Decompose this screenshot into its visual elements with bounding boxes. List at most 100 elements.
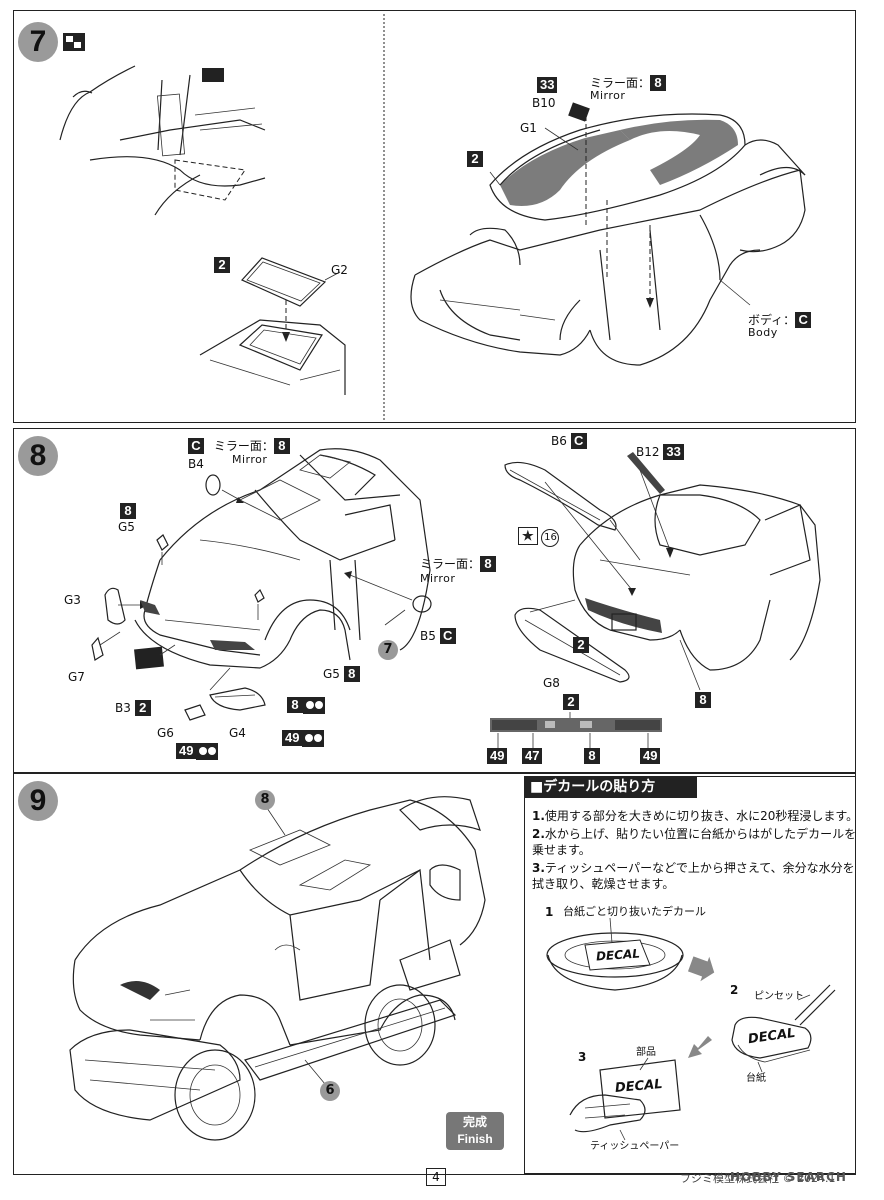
finish-en: Finish [457,1132,493,1146]
g5b-part-label: G5 8 [323,666,360,682]
b10-color-code: 33 [537,77,558,93]
step8-panel [13,428,856,773]
g4-color-group-b: 49 [282,730,325,747]
tail-color-code: 8 [695,692,711,708]
b12-label: B12 [636,445,660,459]
decal-fig3-num: 3 [578,1050,587,1064]
decal-fig2-backing: 台紙 [746,1073,766,1084]
b4-code: C [188,438,204,454]
b6-label: B6 [551,434,567,448]
step9-callout-6: 6 [320,1081,340,1101]
g6-color-group: 49 [176,743,219,760]
decal-step-3: 3.ティッシュペーパーなどで上から押さえて、余分な水分を拭き取り、乾燥させます。 [532,860,862,892]
g4-color-a: 8 [287,697,303,713]
body-color-callout: 7 [378,640,398,660]
bar-color-4: 49 [640,748,661,764]
decal-step-3-num: 3. [532,861,545,875]
decal-fig2-num: 2 [730,983,739,997]
g4-part-label: G4 [229,726,246,740]
b3-part-label: B3 2 [115,700,151,716]
g5b-color: 8 [343,666,360,682]
finish-jp: 完成 [462,1115,487,1129]
step-8-number: 8 [18,436,58,476]
g4-color-group-a: 8 [287,697,325,714]
decal-step-2-text: 水から上げ、貼りたい位置に台紙からはがしたデカールを乗せます。 [532,827,857,857]
mirror-face-color: 8 [650,75,667,91]
body-label-en: Body [748,326,778,339]
b6-paint-number: 16 [541,529,560,547]
body-code: C [795,312,812,328]
step8-rear-car-drawing [490,452,821,748]
b6-part-label: B6 C [551,433,587,449]
bar-color-3: 8 [584,748,600,764]
g7-part-label: G7 [68,670,85,684]
g5-part-label: G5 [118,520,135,534]
step-9-number: 9 [18,781,58,821]
body-jp: ボディ： [748,313,796,327]
step7-panel [13,10,856,423]
step-7-number: 7 [18,22,58,62]
b4-mirror-jp: ミラー面： [213,439,274,453]
page-number: 4 [426,1168,446,1186]
decal-step-1: 1.使用する部分を大きめに切り抜き、水に20秒程浸します。 [532,808,862,824]
decal-fig3-part: 部品 [636,1047,656,1058]
paint-mix-icon [303,697,325,714]
b5-mirror-jp: ミラー面： [420,557,481,571]
b12-part-label: B12 33 [636,444,684,460]
g5-color-code: 8 [120,503,136,519]
g5b-label: G5 [323,667,340,681]
g2-color-code: 2 [214,257,230,273]
maker-credit: フジミ模型株式会社 © 2024.1 [680,1172,836,1185]
decal-step-1-num: 1. [532,809,545,823]
bar-top-color: 2 [563,694,579,710]
body-label: ボディ：C [748,312,812,328]
decal-fig1-num: 1 [545,905,554,919]
b5-code: C [439,628,456,644]
b5-mirror-label: ミラー面：8 [420,556,497,572]
step9-callout-8: 8 [255,790,275,810]
finish-badge: 完成 Finish [446,1112,504,1150]
g6-color-code: 49 [176,743,197,759]
g1-part-label: G1 [520,121,537,135]
decal-instructions-title: ■デカールの貼り方 [524,776,697,798]
decal-step-2-num: 2. [532,827,545,841]
b6-paint-group: ★ 16 [518,527,560,547]
b10-part-label: B10 [532,96,556,110]
b5-label: B5 [420,629,436,643]
b5-mirror-color: 8 [480,556,497,572]
g6-part-label: G6 [157,726,174,740]
b3-label: B3 [115,701,131,715]
watermark: HOBBY SEARCH [730,1170,847,1184]
g8-part-label: G8 [543,676,560,690]
mirror-label-en: Mirror [590,89,626,102]
paint-reference-icon [63,33,85,51]
paint-mix-icon [302,730,325,747]
decal-step-1-text: 使用する部分を大きめに切り抜き、水に20秒程浸します。 [544,809,859,823]
decal-step-2: 2.水から上げ、貼りたい位置に台紙からはがしたデカールを乗せます。 [532,826,862,858]
g3-part-label: G3 [64,593,81,607]
mirror-face-jp: ミラー面： [590,76,651,90]
step7-body-drawing [410,102,806,366]
b4-part-label: B4 [188,457,204,471]
g8-color-code: 2 [573,637,589,653]
star-icon: ★ [518,527,538,545]
b12-color: 33 [663,444,684,460]
g2-part-label: G2 [331,263,348,277]
b3-color: 2 [134,700,151,716]
step7-roof-drawing [59,65,346,395]
g4-color-b: 49 [282,730,303,746]
b5-mirror-en: Mirror [420,572,456,585]
b6-code: C [570,433,587,449]
b4-mirror-en: Mirror [232,453,268,466]
b4-mirror-color: 8 [273,438,290,454]
decal-fig1-caption: 台紙ごと切り抜いたデカール [563,905,706,918]
decal-fig2-tweezers: ピンセット [754,991,804,1002]
bar-color-1: 49 [487,748,508,764]
step8-front-car-drawing [91,448,432,721]
paint-mix-icon [196,743,219,760]
b4-mirror-label: C ミラー面：8 [188,438,290,454]
bar-color-2: 47 [522,748,543,764]
window-color-code: 2 [467,151,483,167]
